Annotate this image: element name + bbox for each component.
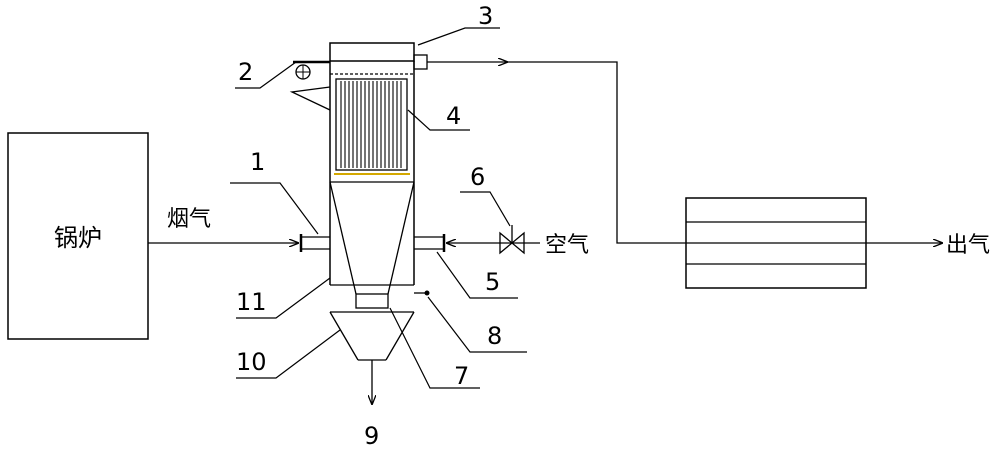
drain-nozzle-tip [424,290,430,296]
outlet-gas-label: 出气 [946,233,990,258]
callout-leader-8 [427,296,527,353]
dust-cup [355,293,389,309]
callout-leader-4 [407,109,470,131]
callout-9: 9 [364,422,379,450]
hopper-right [385,311,415,361]
callout-leader-11 [236,277,331,319]
callout-8: 8 [487,322,502,350]
callout-5: 5 [485,268,500,296]
callout-leader-3 [417,27,500,46]
callout-4: 4 [446,102,461,130]
tube-bundle [335,78,408,171]
top-outlet-nozzle [413,54,428,70]
inner-cone-left [329,181,357,295]
tube-bundle-tubes [340,81,402,168]
callout-leader-5 [436,251,518,299]
callout-leader-10 [236,329,341,379]
inner-cone-right [387,181,415,295]
top-cover [329,42,415,62]
callout-3: 3 [478,2,493,30]
callout-leader-6 [460,191,511,227]
outlet-line-route [507,61,686,244]
callout-1: 1 [250,148,265,176]
callout-7: 7 [454,362,469,390]
callout-10: 10 [236,348,267,376]
flue-gas-label: 烟气 [167,207,211,232]
callout-leader-2 [235,61,297,89]
callout-11: 11 [236,288,267,316]
boiler-label: 锅炉 [54,224,102,252]
boiler-box [7,132,149,340]
callout-leader-7 [389,307,480,389]
callout-leader-1 [230,182,319,235]
air-label: 空气 [545,233,589,258]
callout-2: 2 [238,58,253,86]
air-valve [499,231,525,255]
callout-6: 6 [470,163,485,191]
hopper-left [329,311,359,361]
drive-bracket [289,86,331,111]
